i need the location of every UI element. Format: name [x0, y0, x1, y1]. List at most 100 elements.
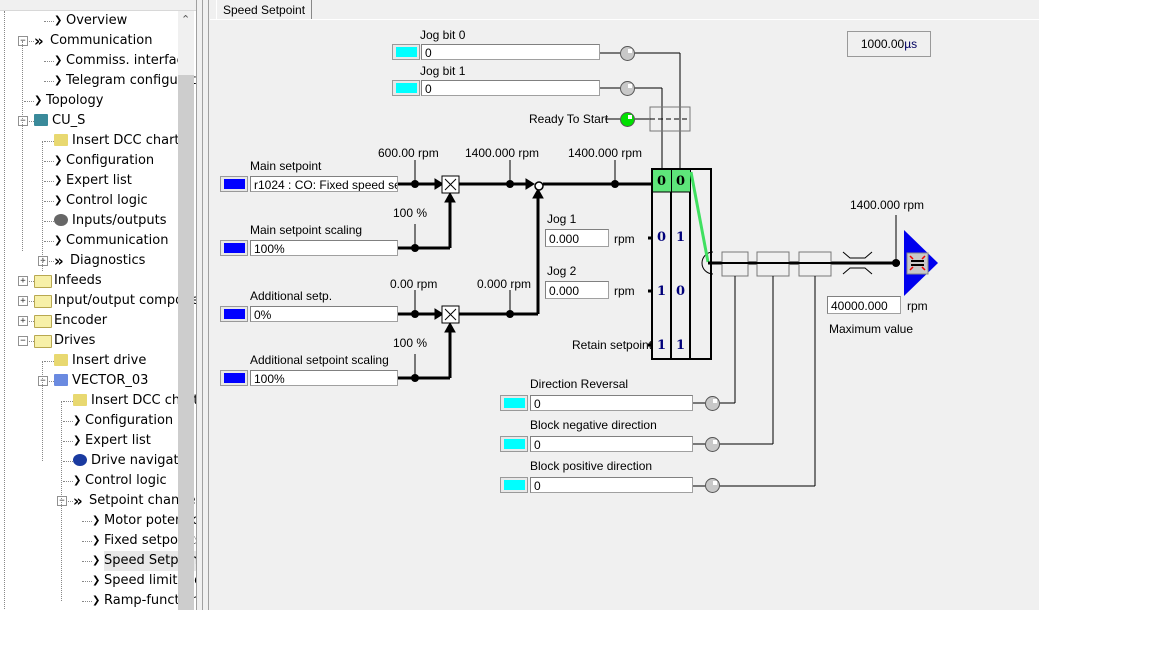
- tree-item-label: Configuration: [66, 153, 155, 168]
- collapse-icon[interactable]: −: [18, 116, 28, 126]
- chevron-right-icon: ❯: [73, 415, 82, 426]
- direction-reversal-field[interactable]: 0: [530, 395, 693, 411]
- tree-line: [44, 381, 54, 382]
- jog-2-field[interactable]: 0.000: [545, 281, 609, 299]
- jog-bit-0-field[interactable]: 0: [421, 44, 600, 60]
- tree-item[interactable]: ❯Topology: [0, 91, 178, 111]
- bico-blue-icon: [224, 309, 245, 319]
- additional-setpoint-connector[interactable]: [220, 306, 248, 322]
- expand-icon[interactable]: +: [18, 276, 28, 286]
- tree-item[interactable]: ❯Ramp-function generator: [0, 591, 196, 610]
- tab-speed-setpoint[interactable]: Speed Setpoint: [216, 0, 313, 19]
- main-setpoint-field[interactable]: r1024 : CO: Fixed speed setpoint effecti…: [250, 176, 398, 192]
- jog-bit-1-connector[interactable]: [392, 80, 420, 96]
- tree-item-label: Infeeds: [54, 273, 102, 288]
- jog-bit-0-connector[interactable]: [392, 44, 420, 60]
- expand-icon[interactable]: +: [18, 296, 28, 306]
- block-positive-connector[interactable]: [500, 477, 528, 493]
- tree-line: [63, 481, 73, 482]
- tree-line: [24, 341, 34, 342]
- tree-item[interactable]: −VECTOR_03: [0, 371, 178, 391]
- jog-1-field[interactable]: 0.000: [545, 229, 609, 247]
- tree-item[interactable]: ❯Configuration: [0, 151, 178, 171]
- folder-icon: [34, 275, 52, 288]
- tree-item[interactable]: + Infeeds: [0, 271, 178, 291]
- chevron-right-icon: ❯: [92, 555, 101, 566]
- main-scaling-connector[interactable]: [220, 240, 248, 256]
- tree-line: [44, 141, 54, 142]
- tree-item[interactable]: ❯Commiss. interface: [0, 51, 192, 71]
- tree-item[interactable]: ❯Overview: [0, 11, 178, 31]
- additional-scaling-field[interactable]: 100%: [250, 370, 398, 386]
- tree-item[interactable]: Insert DCC chart: [0, 391, 196, 411]
- collapse-icon[interactable]: −: [18, 36, 28, 46]
- additional-setpoint-readout: 0.00 rpm: [390, 277, 438, 291]
- selector-bit: 0: [657, 230, 667, 245]
- jog-bit-1-field[interactable]: 0: [421, 80, 600, 96]
- multiplier-main: [441, 175, 460, 194]
- drive-icon: [54, 374, 68, 386]
- chevron-right-icon: ❯: [54, 15, 63, 26]
- tree-item[interactable]: ❯Communication: [0, 231, 178, 251]
- tree-item[interactable]: ❯Fixed setpoints: [0, 531, 196, 551]
- selector-bit: 0: [676, 174, 686, 189]
- tree-item-label: Speed limitation: [104, 573, 196, 588]
- main-scaling-field[interactable]: 100%: [250, 240, 398, 256]
- tree-item[interactable]: Insert DCC chart: [0, 131, 180, 151]
- pane-splitter[interactable]: [196, 0, 210, 610]
- jog-1-label: Jog 1: [547, 212, 577, 226]
- collapse-icon[interactable]: −: [57, 496, 67, 506]
- main-setpoint-label: Main setpoint: [250, 159, 322, 173]
- tree-item-label: CU_S: [52, 113, 86, 128]
- ready-to-start-label: Ready To Start: [529, 112, 609, 126]
- collapse-icon[interactable]: −: [18, 336, 28, 346]
- tree-item[interactable]: Drive navigator: [0, 451, 192, 471]
- chevron-right-icon: ❯: [92, 575, 101, 586]
- main-setpoint-connector[interactable]: [220, 176, 248, 192]
- tree-item[interactable]: −»Communication: [0, 31, 178, 51]
- scrollbar-thumb[interactable]: [178, 75, 194, 610]
- tree-line: [44, 241, 54, 242]
- tree-item[interactable]: −»Setpoint channel: [0, 491, 196, 511]
- direction-reversal-connector[interactable]: [500, 395, 528, 411]
- tree-item[interactable]: − CU_S: [0, 111, 178, 131]
- tree-item[interactable]: ❯Expert list: [0, 431, 178, 451]
- chevron-right-icon: ❯: [54, 175, 63, 186]
- tree-item[interactable]: +»Diagnostics: [0, 251, 178, 271]
- tree-item[interactable]: ❯Speed Setpoint: [0, 551, 196, 571]
- scroll-up-icon[interactable]: ⌃: [181, 14, 191, 26]
- expand-icon[interactable]: +: [18, 316, 28, 326]
- tree-item[interactable]: Inputs/outputs: [0, 211, 178, 231]
- block-negative-field[interactable]: 0: [530, 436, 693, 452]
- tree-item-label: Communication: [50, 33, 153, 48]
- expand-icon[interactable]: +: [38, 256, 48, 266]
- chevron-right-icon: ❯: [54, 55, 63, 66]
- tree-item[interactable]: +Encoder: [0, 311, 178, 331]
- additional-setpoint-field[interactable]: 0%: [250, 306, 398, 322]
- tree-item[interactable]: ❯Control logic: [0, 191, 178, 211]
- tree-line: [24, 101, 34, 102]
- tree-item[interactable]: − Drives: [0, 331, 178, 351]
- tree-item[interactable]: ❯Expert list: [0, 171, 178, 191]
- bico-cyan-icon: [504, 398, 525, 408]
- block-negative-connector[interactable]: [500, 436, 528, 452]
- navigator-scrollbar[interactable]: ⌃: [178, 11, 194, 610]
- tree-item[interactable]: ❯Control logic: [0, 471, 178, 491]
- tree-item-label: Insert DCC chart: [72, 133, 180, 148]
- block-positive-field[interactable]: 0: [530, 477, 693, 493]
- tree-item[interactable]: +Input/output components: [0, 291, 196, 311]
- additional-scaling-connector[interactable]: [220, 370, 248, 386]
- additional-scaling-readout: 100 %: [393, 336, 428, 350]
- tree-item[interactable]: ❯Telegram configuration: [0, 71, 196, 91]
- tree-line: [63, 461, 73, 462]
- maximum-value-field[interactable]: 40000.000: [827, 296, 901, 314]
- collapse-icon[interactable]: −: [38, 376, 48, 386]
- tree-line: [44, 261, 54, 262]
- tree-item[interactable]: ❯Motor potentiometer: [0, 511, 196, 531]
- tree-item[interactable]: Insert drive: [0, 351, 178, 371]
- tree-line: [44, 61, 54, 62]
- tree-item-label: Drives: [54, 333, 96, 348]
- tree-line: [44, 81, 54, 82]
- tree-item[interactable]: ❯Speed limitation: [0, 571, 196, 591]
- tree-item[interactable]: ❯Configuration: [0, 411, 178, 431]
